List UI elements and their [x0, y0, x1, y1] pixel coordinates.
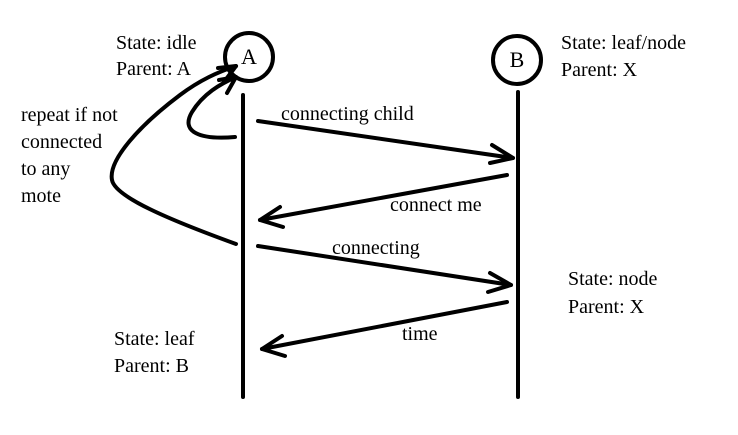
- repeat-note-line-4: mote: [21, 185, 61, 207]
- state-a-initial: State: idle Parent: A: [116, 32, 197, 80]
- repeat-loop-curve: [109, 64, 238, 246]
- message-connect-me: connect me: [258, 173, 509, 229]
- self-loop-curve: [186, 75, 238, 140]
- node-a: A: [223, 31, 275, 83]
- message-connecting-child: connecting child: [256, 103, 515, 165]
- state-a-final: State: leaf Parent: B: [114, 328, 195, 377]
- repeat-note-line-1: repeat if not: [21, 104, 118, 126]
- state-a-final-state: State: leaf: [114, 328, 195, 350]
- repeat-note-line-3: to any: [21, 158, 70, 180]
- message-connecting-label: connecting: [332, 237, 420, 259]
- message-connecting-child-label: connecting child: [281, 103, 414, 125]
- arrowhead-icon: [488, 143, 515, 165]
- node-b-circle: [491, 34, 543, 86]
- state-b-initial-parent: Parent: X: [561, 59, 638, 81]
- message-connect-me-label: connect me: [390, 194, 482, 216]
- state-b-final-parent: Parent: X: [568, 296, 645, 318]
- message-time: time: [260, 300, 509, 358]
- node-a-circle: [223, 31, 275, 83]
- message-connecting-line: [256, 244, 513, 287]
- message-connect-me-line: [258, 173, 509, 222]
- arrowhead-icon: [216, 64, 238, 84]
- message-time-line: [260, 300, 509, 351]
- message-time-label: time: [402, 323, 438, 345]
- arrowhead-icon: [258, 205, 285, 229]
- arrowhead-icon: [486, 271, 513, 294]
- state-a-final-parent: Parent: B: [114, 355, 189, 377]
- repeat-note: repeat if not connected to any mote: [21, 104, 118, 207]
- state-b-final-state: State: node: [568, 268, 658, 290]
- repeat-loop-arrow: [109, 64, 238, 246]
- state-a-initial-parent: Parent: A: [116, 58, 192, 80]
- node-b: B: [491, 34, 543, 86]
- arrowhead-icon: [260, 334, 287, 358]
- message-connecting-child-line: [256, 119, 515, 160]
- repeat-note-line-2: connected: [21, 131, 102, 153]
- node-b-label: B: [510, 47, 525, 72]
- node-a-label: A: [241, 44, 257, 69]
- message-connecting: connecting: [256, 237, 513, 294]
- state-a-initial-state: State: idle: [116, 32, 197, 54]
- state-b-initial: State: leaf/node Parent: X: [561, 32, 686, 81]
- state-b-initial-state: State: leaf/node: [561, 32, 686, 54]
- state-b-final: State: node Parent: X: [568, 268, 658, 318]
